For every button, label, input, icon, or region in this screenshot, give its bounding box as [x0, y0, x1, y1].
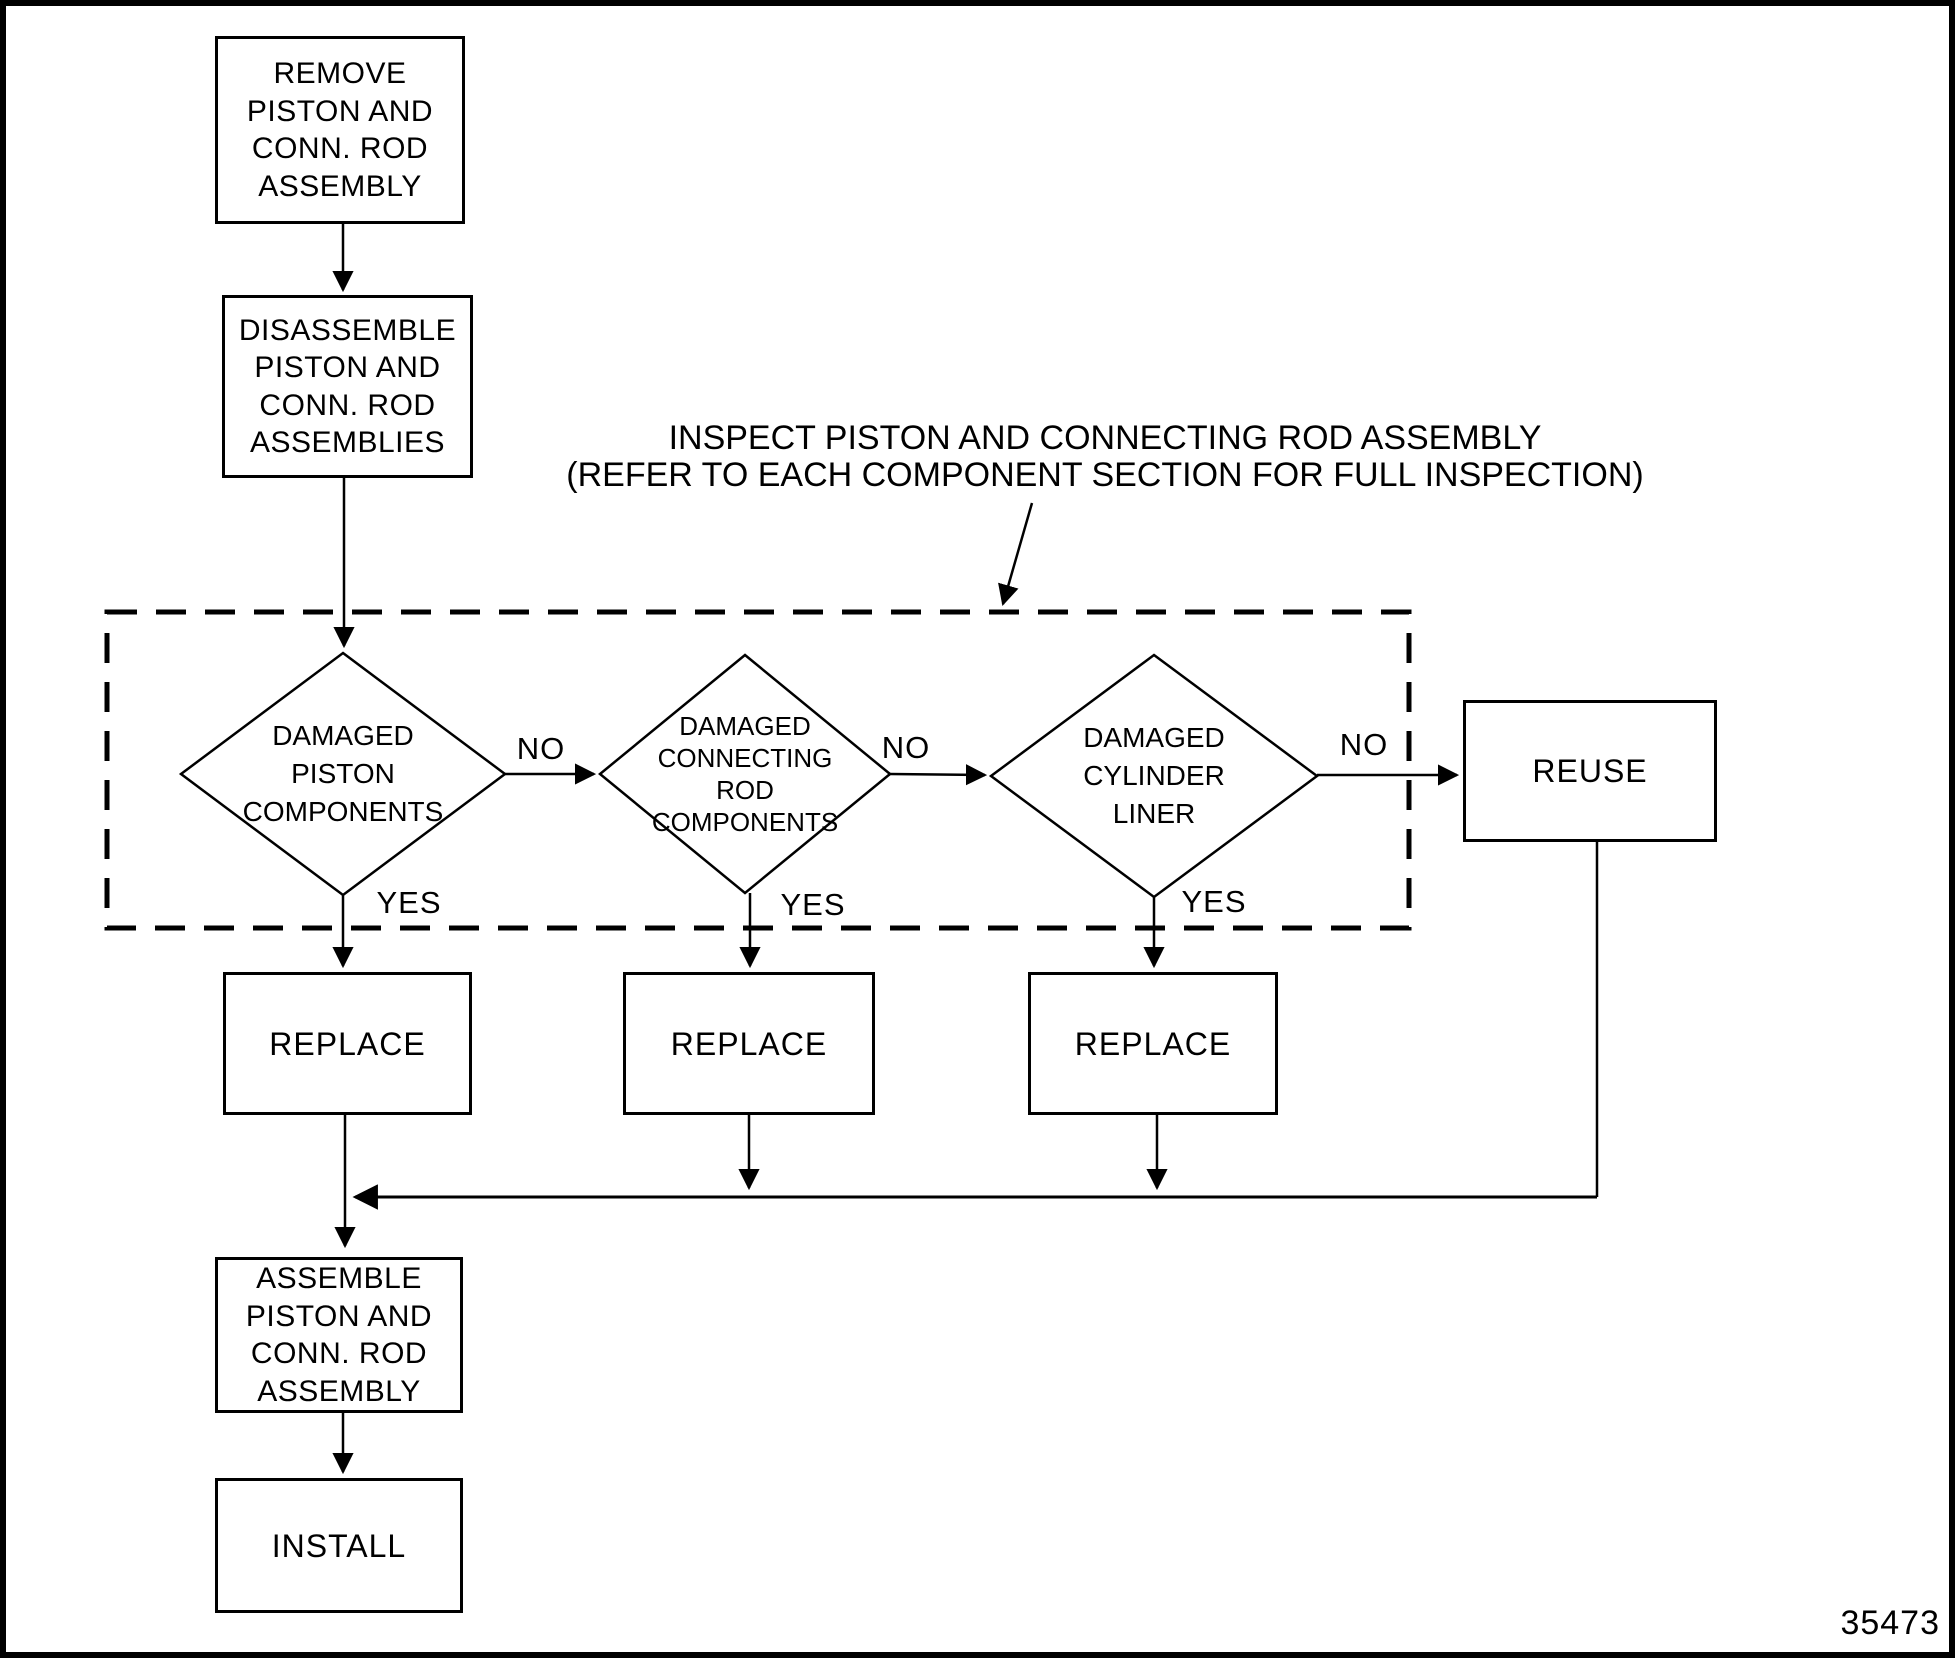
box-replace-piston-components: REPLACE: [223, 972, 472, 1115]
decision-damaged-conn-rod-label: DAMAGED CONNECTING ROD COMPONENTS: [651, 710, 839, 838]
box-remove-piston-assembly: REMOVE PISTON AND CONN. ROD ASSEMBLY: [215, 36, 465, 224]
edge-label-no-cylinder-liner: NO: [1339, 727, 1389, 762]
edge-label-yes-piston: YES: [376, 885, 442, 920]
inspection-dashed-boundary: [104, 609, 1412, 931]
edge-label-yes-conn-rod: YES: [780, 887, 846, 922]
decision-damaged-piston-label: DAMAGED PISTON COMPONENTS: [242, 720, 444, 827]
decision-damaged-conn-rod-diamond: [598, 653, 892, 895]
edge-no-conn-rod: [889, 764, 988, 786]
box-assemble-piston-assembly: ASSEMBLE PISTON AND CONN. ROD ASSEMBLY: [215, 1257, 463, 1413]
box-install: INSTALL: [215, 1478, 463, 1613]
figure-number: 35473: [1840, 1604, 1940, 1642]
box-replace-cylinder-liner: REPLACE: [1028, 972, 1278, 1115]
decision-damaged-cylinder-liner-label: DAMAGED CYLINDER LINER: [1083, 722, 1225, 829]
edge-label-no-piston: NO: [516, 731, 566, 766]
box-reuse: REUSE: [1463, 700, 1717, 842]
edge-inspect-note-pointer: [998, 502, 1034, 607]
edge-label-yes-cylinder-liner: YES: [1181, 884, 1247, 919]
box-disassemble-piston-assemblies: DISASSEMBLE PISTON AND CONN. ROD ASSEMBL…: [222, 295, 473, 478]
inspection-note: INSPECT PISTON AND CONNECTING ROD ASSEMB…: [566, 419, 1644, 495]
edge-label-no-conn-rod: NO: [881, 730, 931, 765]
box-replace-conn-rod-components: REPLACE: [623, 972, 875, 1115]
